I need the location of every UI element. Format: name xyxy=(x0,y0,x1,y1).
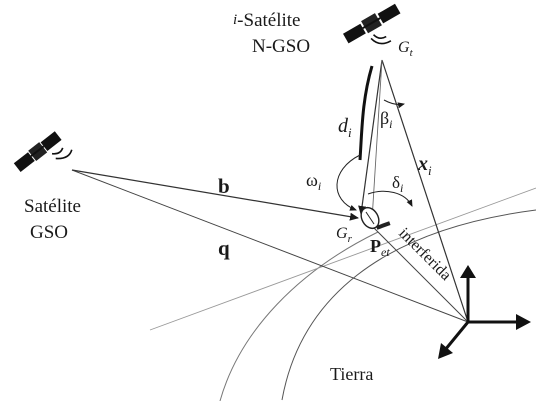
ngso-satellite-icon xyxy=(343,3,401,45)
gso-satellite-icon xyxy=(13,131,73,172)
delta-arc xyxy=(367,190,413,207)
omega-label: ωi xyxy=(306,170,321,193)
b-label: b xyxy=(218,174,230,198)
tierra-label: Tierra xyxy=(330,364,373,384)
horizon-line xyxy=(149,187,536,331)
gr-label: Gr xyxy=(336,225,353,245)
omega-arc xyxy=(336,154,361,211)
ngso-to-pet-line xyxy=(371,59,383,221)
gt-label: Gt xyxy=(398,39,414,59)
p-et-label: Pet xyxy=(370,236,390,259)
gso-satellite-label-line1: Satélite xyxy=(24,196,81,217)
d-bracket xyxy=(358,65,374,161)
ngso-satellite-label-line1: i-Satélite xyxy=(233,10,300,31)
gso-satellite-label-line2: GSO xyxy=(30,222,68,243)
vector-q xyxy=(71,169,469,323)
q-label: q xyxy=(218,236,230,260)
ngso-satellite-label-line2: N-GSO xyxy=(252,36,310,57)
coordinate-axes-icon xyxy=(438,265,531,359)
earth-station-dish-icon xyxy=(360,206,391,230)
vector-d xyxy=(358,59,383,215)
gr-to-station-line xyxy=(361,215,469,323)
earth-arc-inner xyxy=(219,231,379,401)
delta-label: δi xyxy=(392,173,403,195)
x-label: xi xyxy=(417,153,432,178)
beta-label: βi xyxy=(380,108,393,131)
vector-b xyxy=(71,169,359,221)
d-label: di xyxy=(338,115,352,140)
beta-arc xyxy=(383,99,405,109)
earth-arc-outer xyxy=(281,209,536,401)
vector-x xyxy=(381,59,469,323)
